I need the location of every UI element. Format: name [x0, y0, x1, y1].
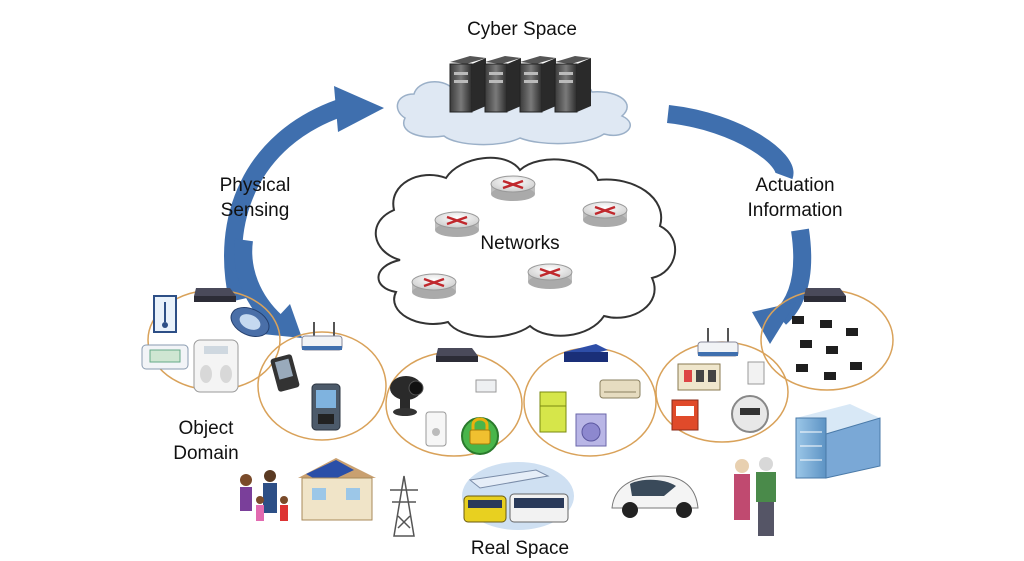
routers [411, 175, 628, 299]
sensor-node-icon [846, 328, 858, 336]
actuation-information-label-line2: Information [747, 200, 843, 221]
house-with-solar-panels-icon [298, 458, 376, 521]
real-space-label: Real Space [470, 538, 570, 559]
elderly-couple-icon [734, 457, 776, 536]
object-domain-label-line1: Object [178, 418, 234, 439]
set-top-box-icon [436, 348, 478, 362]
refrigerator-icon [539, 391, 567, 433]
blood-pressure-monitor-icon [141, 344, 189, 370]
arrow-actuation [666, 105, 812, 344]
security-camera-icon [390, 376, 424, 416]
networks-label: Networks [480, 233, 560, 254]
arrow-physical-sensing-up [224, 86, 384, 302]
server-icon [449, 56, 486, 113]
pedometer-icon [230, 306, 270, 338]
switchboard-icon [677, 363, 721, 391]
thermometer-icon [153, 295, 177, 333]
router-icon [582, 201, 628, 227]
gas-meter-icon [671, 399, 699, 431]
padlock-icon [461, 417, 499, 455]
sensor-nodes [792, 316, 862, 380]
actuation-information-label-line1: Actuation [755, 175, 835, 196]
sensor-node-icon [850, 362, 862, 370]
smoke-detector-icon [475, 379, 497, 393]
air-conditioner-icon [599, 379, 641, 399]
sensor-node-icon [800, 340, 812, 348]
wireless-access-point-icon [697, 328, 739, 357]
sensor-node-icon [792, 316, 804, 324]
light-switch-icon [747, 361, 765, 385]
wireless-access-point-icon [301, 322, 343, 351]
sensor-node-icon [796, 364, 808, 372]
arrow-physical-sensing-down [234, 238, 302, 338]
family-icon [240, 470, 288, 521]
electric-meter-icon [731, 395, 769, 433]
electric-car-icon [611, 475, 699, 518]
power-tower-icon [390, 475, 418, 537]
cyber-space-label: Cyber Space [467, 19, 577, 40]
server-icon [554, 56, 591, 113]
door-sensor-icon [425, 411, 447, 447]
sensor-node-icon [820, 320, 832, 328]
router-icon [434, 211, 480, 237]
domain-circle-mobile [257, 331, 387, 441]
server-rack [449, 56, 591, 113]
router-icon [411, 273, 457, 299]
object-domain-label-line2: Domain [173, 443, 239, 464]
pda-icon [311, 383, 341, 431]
server-icon [484, 56, 521, 113]
sensor-node-icon [824, 372, 836, 380]
router-icon [527, 263, 573, 289]
weight-scale-icon [193, 339, 239, 393]
set-top-box-icon [194, 288, 236, 302]
sensor-node-icon [826, 346, 838, 354]
transport-collage-icon [462, 462, 574, 530]
physical-sensing-label-line1: Physical [219, 175, 291, 196]
server-icon [519, 56, 556, 113]
set-top-box-icon [804, 288, 846, 302]
router-icon [490, 175, 536, 201]
physical-sensing-label-line2: Sensing [220, 200, 290, 221]
office-building-icon [795, 404, 881, 479]
modem-icon [564, 344, 608, 362]
washing-machine-icon [575, 413, 607, 447]
mobile-phone-icon [270, 354, 300, 392]
